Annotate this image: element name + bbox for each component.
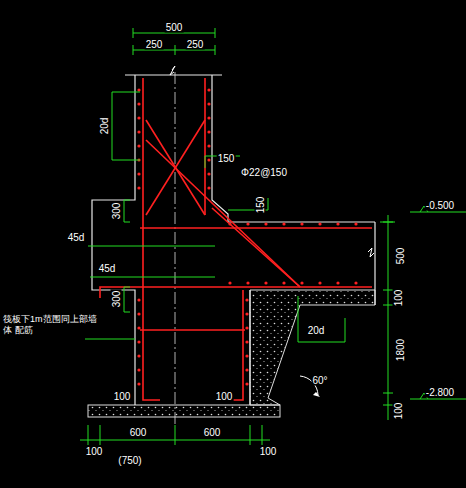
dimension-text: 600 [203,427,222,438]
dimension-text: 20d [99,117,110,136]
rebar-dot [245,382,248,385]
dimension-text: 100 [393,402,404,421]
rebar-dot [137,340,140,343]
rebar-dot [207,186,210,189]
dimension-text: 500 [395,247,406,266]
dimension-text: 100 [259,446,278,457]
dimension-text: 60° [311,375,328,386]
rebar-dot [228,222,231,225]
rebar-dot [207,116,210,119]
rebar-dot [137,144,140,147]
cushion-layer [88,405,280,417]
rebar-dot [137,116,140,119]
dimension-text: 1800 [395,338,406,362]
rebar-dot [207,172,210,175]
dimension-text: -2.800 [425,387,455,398]
dimension-text: Φ22@150 [240,167,288,178]
rebar-dot [354,281,357,284]
rebar-dot [336,281,339,284]
dimension-text: 100 [113,391,132,402]
arrow-head [313,392,320,397]
rebar-dot [245,298,248,301]
rebar-dot [207,144,210,147]
rebar-dot [318,281,321,284]
rebar-dot [137,298,140,301]
dimension-text: (750) [117,455,142,466]
dimension-text: 100 [85,446,104,457]
rebar-dot [264,222,267,225]
rebar-dot [137,312,140,315]
rebar-dot [137,382,140,385]
rebar-dot [318,222,321,225]
rebar-dot [207,158,210,161]
rebar [100,78,372,400]
dimension-text: 250 [186,39,205,50]
rebar-dot [300,222,303,225]
rebar-dot [282,222,285,225]
dimension-text: 150 [255,196,266,215]
rebar-dot [137,368,140,371]
dimension-text: 20d [307,325,326,336]
dimension-text: 45d [98,263,117,274]
break-mark [170,66,175,75]
rebar-dot [245,312,248,315]
note-text: 筏板下1m范围同上部墙体 配筋 [2,314,100,336]
rebar-dot [282,281,285,284]
dimension-text: 300 [111,202,122,221]
rebar-dot [336,222,339,225]
dimension-text: 300 [111,290,122,309]
dimension-text: 600 [129,427,148,438]
rebar-dots [137,88,357,385]
rebar-dot [137,102,140,105]
rebar-dot [246,222,249,225]
rebar-dot [137,186,140,189]
dimension-text: 150 [217,153,236,164]
rebar-dot [137,326,140,329]
concrete-fill [250,290,375,405]
rebar-dot [207,102,210,105]
rebar-dot [246,281,249,284]
dimension-text: -0.500 [425,200,455,211]
center-line [175,72,176,425]
rebar-dot [207,88,210,91]
rebar-dot [137,172,140,175]
dimension-text: 45d [67,232,86,243]
dimension-text: 500 [165,22,184,33]
dimension-text: 100 [215,391,234,402]
rebar-dot [245,368,248,371]
rebar-dot [264,281,267,284]
rebar-dot [207,130,210,133]
rebar-dot [300,281,303,284]
rebar-dot [245,354,248,357]
dimension-text: 250 [145,39,164,50]
dimension-lines [80,28,466,445]
rebar-dot [354,222,357,225]
wall-outline [92,75,375,405]
rebar-dot [245,340,248,343]
rebar-dot [137,88,140,91]
rebar-dot [137,130,140,133]
rebar-dot [228,281,231,284]
rebar-dot [137,354,140,357]
rebar-dot [245,326,248,329]
break-mark [368,248,374,257]
dimension-text: 100 [393,289,404,308]
